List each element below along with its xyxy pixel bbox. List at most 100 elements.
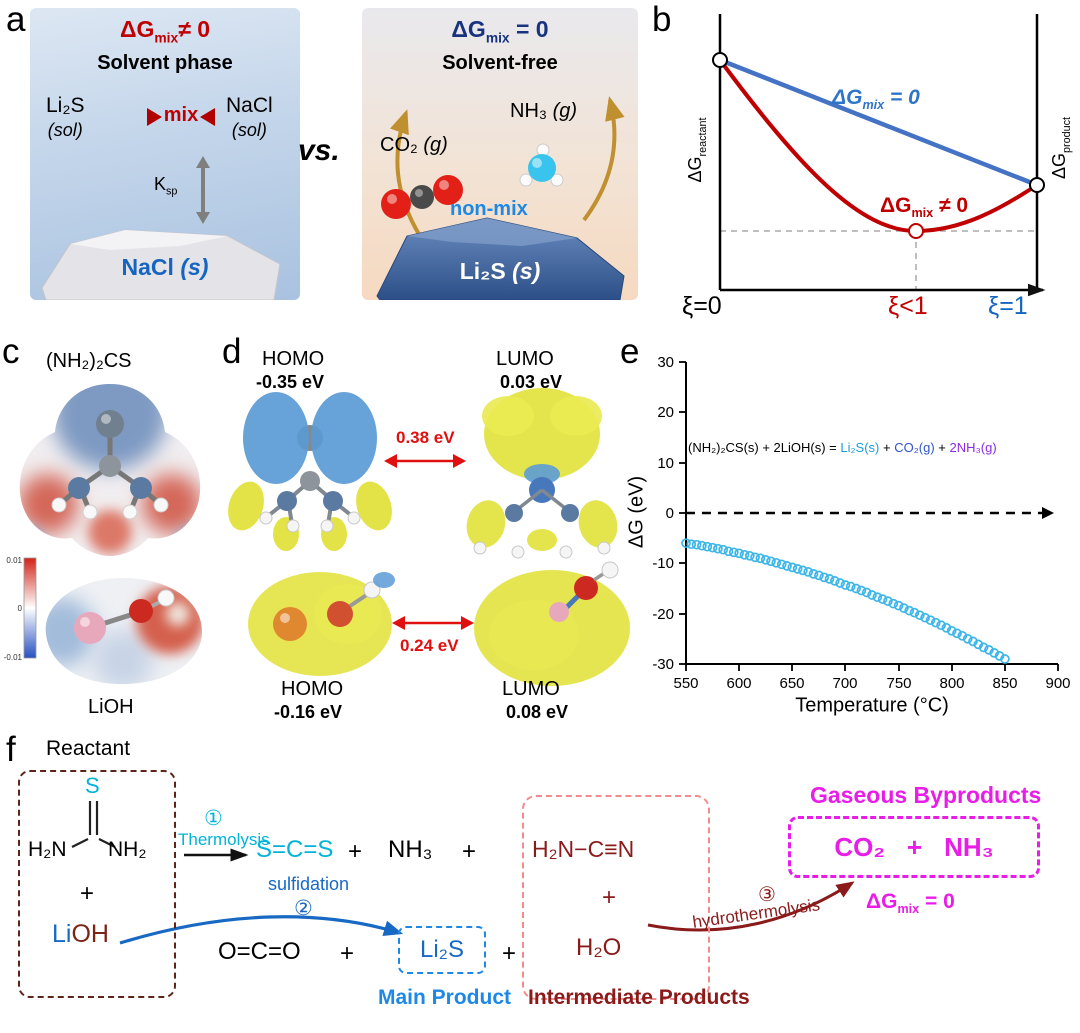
data-point (734, 548, 744, 559)
panel-f-graphics (71, 801, 855, 945)
intermediate-plus: + (602, 884, 617, 911)
hydrothermolysis-arrow (647, 881, 855, 932)
gas-molecules-and-arrows (381, 96, 625, 238)
data-point (750, 552, 760, 563)
thiourea-s-atom: S (85, 773, 100, 798)
data-point (691, 539, 702, 550)
data-point (824, 574, 835, 584)
panel-e-label: e (620, 332, 640, 371)
data-point (760, 554, 771, 565)
svg-text:30: 30 (657, 354, 674, 371)
nh3-molecule-icon (519, 143, 564, 187)
x-ticks (685, 664, 1059, 671)
scale-min-label: -0.01 (4, 653, 23, 662)
step1-number: ① (204, 807, 223, 830)
co2-molecule-icon (381, 175, 463, 219)
data-point (904, 605, 915, 616)
data-point (851, 583, 861, 594)
nonideal-mixing-curve (718, 58, 1039, 234)
data-point (755, 553, 766, 564)
reactant-plus: + (80, 880, 95, 907)
data-point (877, 594, 888, 604)
byproducts-dgmix-label: ΔGmix = 0 (866, 890, 955, 917)
data-point (782, 561, 792, 571)
data-point (914, 610, 925, 621)
data-point (686, 539, 697, 550)
li2s-product-box: Li₂S (398, 926, 486, 974)
solvent-phase-box: ΔGmix≠ 0 Solvent phase Li₂S(sol) mix NaC… (30, 8, 300, 300)
lioh-reactant-label: LiOH (52, 920, 109, 948)
data-point (930, 617, 941, 628)
homo2-label: HOMO (281, 678, 344, 700)
li2s-crystal (376, 217, 625, 300)
step1-name: Thermolysis (178, 830, 270, 849)
solvent-free-title: Solvent-free (442, 52, 558, 74)
vs-label: vs. (298, 134, 340, 167)
data-point (872, 592, 883, 602)
thiourea-h2n: H₂N (28, 838, 67, 861)
data-point (952, 628, 962, 639)
panel-c-label: c (2, 332, 20, 371)
data-point (845, 581, 856, 592)
scale-max-label: 0.01 (6, 556, 22, 565)
b-yaxis-right-label: ΔGproduct (1049, 116, 1073, 180)
thiourea-homo-orbital (228, 392, 392, 551)
data-point (707, 542, 718, 553)
plus-1: + (348, 838, 363, 865)
byproduct-co2: CO₂ (834, 831, 885, 862)
panel-b-label: b (652, 0, 672, 39)
panel-f-label: f (6, 730, 16, 769)
svg-text:650: 650 (779, 675, 804, 692)
dgmix-nonzero-line-label: ΔGmix ≠ 0 (880, 194, 969, 221)
svg-text:-30: -30 (652, 656, 674, 673)
step3-number: ③ (758, 884, 776, 906)
data-point (713, 543, 723, 554)
plus-4: + (502, 940, 517, 967)
byproduct-nh3: NH₃ (944, 831, 994, 862)
data-point (893, 600, 904, 611)
svg-text:750: 750 (886, 675, 911, 692)
ksp-label: Ksp (154, 174, 178, 198)
sulfidation-arrow (119, 915, 404, 945)
cyanamide-label: H₂N−C≡N (532, 836, 635, 862)
gap1-label: 0.38 eV (396, 428, 455, 447)
lumo1-energy: 0.03 eV (500, 372, 563, 392)
nacl-crystal (41, 229, 281, 300)
svg-text:-10: -10 (652, 555, 674, 572)
svg-text:-20: -20 (652, 606, 674, 623)
data-point (829, 576, 840, 586)
data-point (718, 544, 729, 555)
data-point (739, 549, 750, 560)
thiourea-nh2: NH₂ (108, 838, 147, 861)
plus-2: + (462, 838, 477, 865)
solvent-free-box: ΔGmix = 0 Solvent-free NH₃ (g) CO₂ (g) n… (362, 8, 638, 300)
data-point (814, 570, 824, 581)
reactant-dashed-box (18, 770, 176, 998)
lioh-esp-surface (45, 578, 202, 684)
data-point (909, 607, 920, 618)
data-point (792, 564, 803, 574)
homo1-energy: -0.35 eV (256, 372, 325, 392)
mix-arrow-left-icon (146, 107, 162, 126)
non-mix-label: non-mix (450, 198, 528, 220)
homo1-label: HOMO (262, 348, 325, 370)
esp-color-scale: 0.01 0 -0.01 (4, 556, 37, 662)
gaseous-byproducts-title: Gaseous Byproducts (810, 782, 1042, 808)
h2o-label: H₂O (576, 934, 622, 961)
data-point (840, 580, 851, 590)
data-point (776, 559, 787, 570)
data-point (819, 572, 830, 583)
svg-text:800: 800 (939, 675, 964, 692)
li2s-sol-label: Li₂S(sol) (46, 94, 85, 140)
product-point (1029, 177, 1045, 193)
data-point (962, 633, 973, 644)
lumo2-energy: 0.08 eV (506, 702, 569, 722)
main-product-label: Main Product (378, 986, 512, 1009)
data-point (1000, 654, 1010, 664)
lioh-lumo-orbital (474, 561, 630, 686)
data-point (861, 587, 872, 598)
step2-name: sulfidation (268, 874, 350, 894)
lumo1-label: LUMO (496, 348, 554, 370)
data-point (899, 603, 909, 613)
